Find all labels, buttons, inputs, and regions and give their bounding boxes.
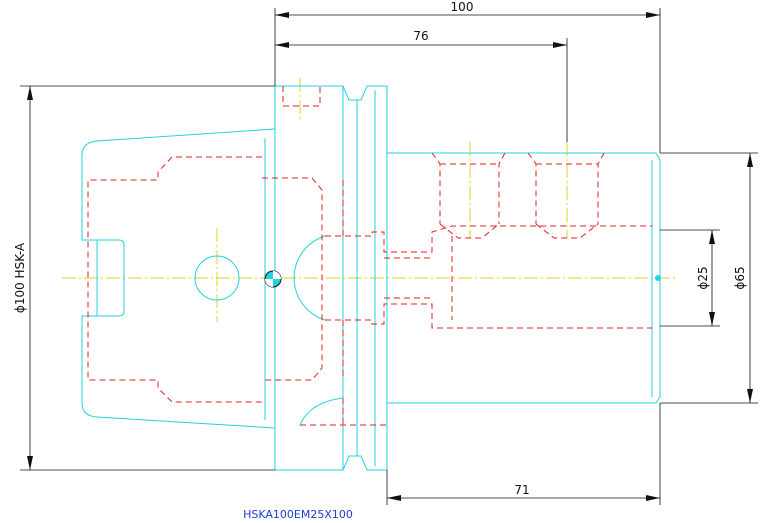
dim-76-label: 76: [413, 29, 428, 43]
shank-cavity-hidden: [87, 156, 262, 403]
dim-d100-arrow-bottom: [27, 456, 33, 470]
dim-76-arrow-right: [553, 42, 567, 48]
dim-100-arrow-left: [275, 12, 289, 18]
flange-top-pocket: [282, 86, 321, 107]
dim-d100-label: ϕ100 HSK-A: [13, 242, 27, 313]
dim-d65-label: ϕ65: [733, 266, 747, 289]
orientation-marker-quarter-2: [265, 279, 273, 287]
central-bore-hidden-bottom: [325, 303, 652, 329]
dim-100-label: 100: [451, 0, 474, 14]
drive-pin-circle: [194, 255, 240, 301]
lower-flange-pocket: [300, 398, 387, 426]
dim-71-label: 71: [514, 483, 529, 497]
dim-d65-arrow-bottom: [747, 389, 753, 403]
dim-d25-label: ϕ25: [696, 266, 710, 289]
dim-76-arrow-left: [275, 42, 289, 48]
dim-d100-arrow-top: [27, 86, 33, 100]
part-outline: [81, 85, 661, 471]
coolant-arc-outline: [293, 235, 326, 321]
dim-100-arrow-right: [646, 12, 660, 18]
dim-71-arrow-right: [646, 495, 660, 501]
bore-end-dot: [655, 275, 661, 281]
dim-d65-arrow-top: [747, 153, 753, 167]
groove-collar-outline: [342, 85, 388, 471]
taper-shank-outline: [81, 128, 276, 429]
set-screw-bore-1: [431, 152, 506, 239]
dim-d25-arrow-top: [709, 230, 715, 244]
lower-pocket-arc: [299, 397, 344, 426]
dimensions: 100 76 71 ϕ100 HSK-A ϕ25 ϕ65: [13, 0, 758, 505]
central-bore-hidden: [325, 225, 652, 253]
part-number-label: HSKA100EM25X100: [243, 508, 353, 521]
dim-71-arrow-left: [387, 495, 401, 501]
set-screw-bore-2: [527, 152, 605, 239]
orientation-marker-quarter: [273, 271, 281, 279]
hidden-features: [87, 86, 652, 426]
shank-inner-hidden: [262, 177, 323, 381]
dim-d25-arrow-bottom: [709, 312, 715, 326]
